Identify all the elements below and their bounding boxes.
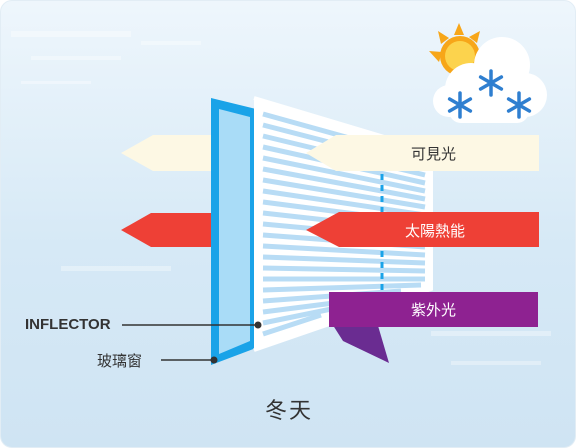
- background-texture: [11, 31, 551, 365]
- snowflake-icons: [447, 69, 532, 119]
- inflector-callout: INFLECTOR: [25, 316, 111, 333]
- visible-light-label: 可見光: [411, 145, 457, 163]
- uv-label: 紫外光: [411, 301, 457, 319]
- uv-arrow-tip: [329, 319, 389, 363]
- solar-heat-arrow-left: [121, 213, 216, 247]
- sun-behind-snow-cloud-icon: [429, 23, 547, 123]
- callout-lines: [122, 321, 262, 364]
- uv-arrow: [329, 292, 538, 327]
- season-title: 冬天: [264, 399, 313, 424]
- visible-light-arrow-left: [121, 135, 216, 171]
- window-glass: [211, 98, 256, 365]
- window-glass-callout: 玻璃窗: [97, 352, 143, 370]
- visible-light-arrow: [306, 135, 539, 171]
- solar-heat-arrow: [306, 212, 539, 247]
- solar-heat-label: 太陽熱能: [405, 222, 466, 240]
